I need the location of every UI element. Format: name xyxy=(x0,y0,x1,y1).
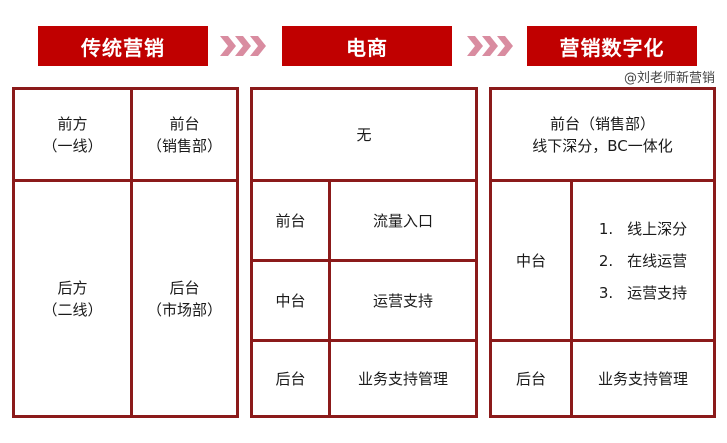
row-label-front: 前台 xyxy=(275,211,306,230)
cell-text: （二线） xyxy=(42,300,103,319)
ecommerce-panel: 无 前台 流量入口 中台 运营支持 后台 业务支持管理 xyxy=(250,87,478,418)
row-value-business-mgmt: 业务支持管理 xyxy=(597,369,688,388)
cell-text: （销售部） xyxy=(146,136,222,155)
row-value-business-mgmt: 业务支持管理 xyxy=(357,369,448,388)
row-value-ops-support: 运营支持 xyxy=(372,291,433,310)
cell-text: 后方 xyxy=(57,278,88,297)
row-label-back: 后台 xyxy=(275,369,306,388)
list-item: 1. 线上深分 xyxy=(599,218,687,240)
list-item: 2. 在线运营 xyxy=(599,250,687,272)
cell-none: 无 xyxy=(356,125,372,144)
cell-text: 前台 xyxy=(169,114,200,133)
row-label-middle: 中台 xyxy=(275,291,306,310)
cell-text: 后台 xyxy=(169,278,200,297)
cell-text: 前方 xyxy=(57,114,88,133)
list-text: 线上深分 xyxy=(627,219,688,238)
cell-front-desk-sales: 前台 （销售部） xyxy=(133,90,236,179)
list-item: 3. 运营支持 xyxy=(599,282,687,304)
list-num: 1. xyxy=(598,219,614,238)
cell-text: 前台（销售部） xyxy=(549,114,655,133)
chevron-arrows-icon xyxy=(218,31,270,61)
list-num: 2. xyxy=(598,251,614,270)
header-traditional-marketing: 传统营销 xyxy=(38,26,208,66)
row-value-traffic-entry: 流量入口 xyxy=(372,211,433,230)
list-text: 运营支持 xyxy=(627,283,688,302)
row-label-back: 后台 xyxy=(515,369,546,388)
cell-front-line: 前方 （一线） xyxy=(15,90,130,179)
chevron-arrows-icon xyxy=(465,31,517,61)
cell-text: 线下深分，BC一体化 xyxy=(532,136,673,155)
cell-text: （一线） xyxy=(42,136,103,155)
cell-back-desk-marketing: 后台 （市场部） xyxy=(133,182,236,415)
list-num: 3. xyxy=(598,283,614,302)
cell-front-sales-offline: 前台（销售部） 线下深分，BC一体化 xyxy=(492,90,713,179)
cell-back-line: 后方 （二线） xyxy=(15,182,130,415)
middle-list: 1. 线上深分 2. 在线运营 3. 运营支持 xyxy=(573,182,713,339)
list-text: 在线运营 xyxy=(627,251,688,270)
digital-panel: 前台（销售部） 线下深分，BC一体化 中台 1. 线上深分 2. 在线运营 3. 运营… xyxy=(489,87,716,418)
header-digital-marketing: 营销数字化 xyxy=(527,26,697,66)
traditional-panel: 前方 （一线） 前台 （销售部） 后方 （二线） 后台 （市场部） xyxy=(12,87,239,418)
row-label-middle: 中台 xyxy=(515,251,546,270)
watermark: @刘老师新营销 xyxy=(623,71,715,86)
cell-text: （市场部） xyxy=(146,300,222,319)
header-ecommerce: 电商 xyxy=(282,26,452,66)
